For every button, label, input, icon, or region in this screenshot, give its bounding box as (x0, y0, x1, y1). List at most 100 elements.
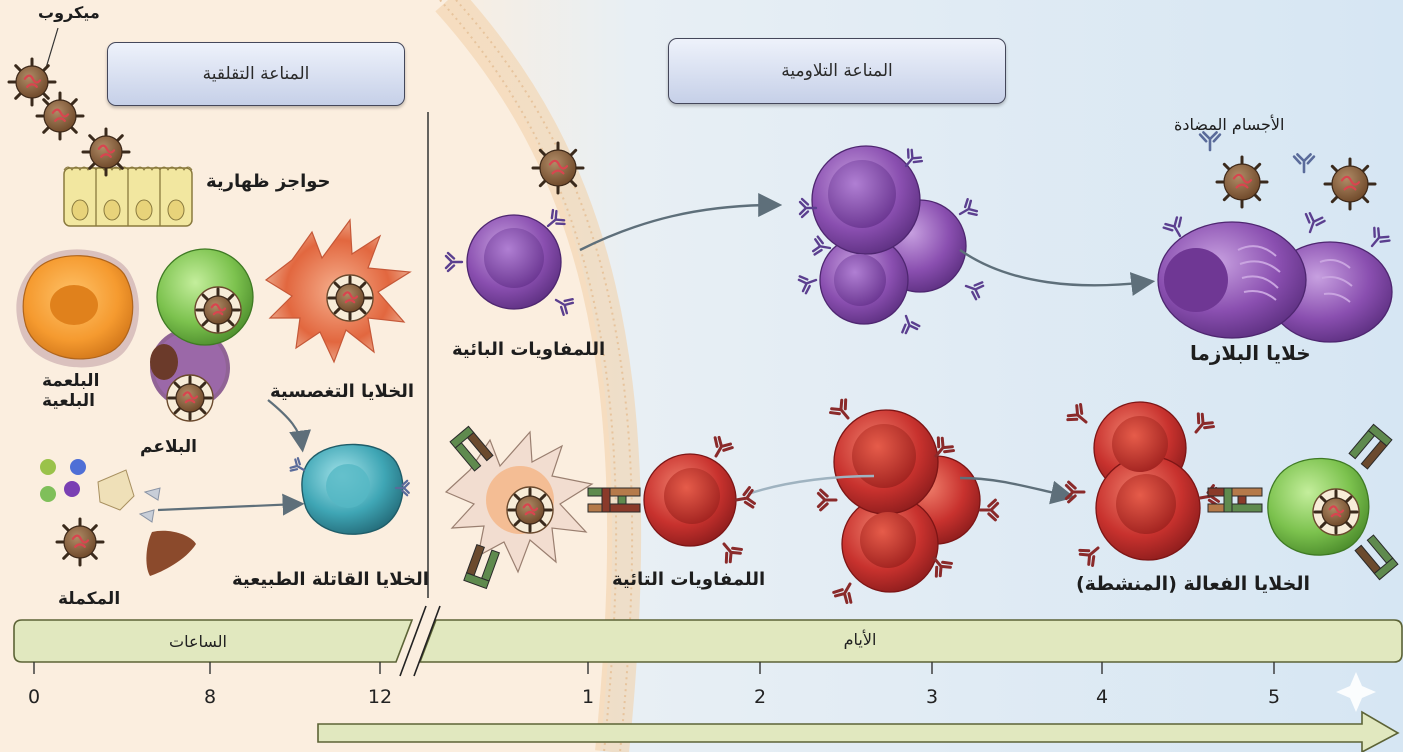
complement-molecules (40, 459, 196, 576)
receptor-icon (444, 251, 464, 273)
label-t-lymphocytes: اللمفاويات التائية (612, 569, 766, 590)
label-epithelial-barriers: حواجز ظهارية (206, 171, 331, 192)
receptor-icon (1066, 403, 1088, 424)
microbe-icon (166, 374, 214, 422)
receptor-icon (829, 398, 850, 420)
microbe-icon (35, 91, 85, 141)
arrow-b-to-cluster (579, 193, 783, 252)
timeline-tickmarks (33, 662, 1275, 674)
receptor-icon (901, 314, 921, 335)
tick-label: 4 (1095, 686, 1109, 708)
tick-label: 0 (27, 686, 41, 708)
receptor-icon (546, 208, 566, 228)
effector-t-cells (1093, 401, 1201, 561)
receptor-icon (394, 479, 410, 497)
tick-label: 1 (581, 686, 595, 708)
label-macrophage-line2: البلعية (42, 391, 95, 411)
microbe-icon (81, 127, 131, 177)
receptor-icon (554, 298, 575, 316)
receptor-icon (289, 457, 306, 472)
arrow-complement-to-nk (157, 493, 305, 516)
mhc-complex-icon (601, 487, 641, 513)
microbe-icon (55, 517, 105, 567)
microbe-icon (531, 141, 585, 195)
receptor-icon (797, 275, 818, 295)
label-phagocyte: البلاعم (140, 437, 198, 457)
microbe-icon (1323, 157, 1377, 211)
receptor-icon (964, 281, 985, 301)
microbe-icon (506, 486, 554, 534)
receptor-icon (1078, 546, 1100, 567)
microbe-icon (194, 286, 242, 334)
receptor-icon (832, 582, 853, 605)
receptor-icon (816, 488, 838, 512)
receptors (289, 131, 1391, 605)
header-adaptive-text: المناعة التلاومية (781, 61, 893, 81)
time-arrow (317, 710, 1400, 752)
mhc-complexes (449, 423, 1399, 590)
microbes (7, 57, 1377, 567)
receptor-icon (904, 148, 924, 168)
receptor-icon (713, 435, 734, 458)
arrow-dendritic-to-nk (267, 399, 311, 453)
tick-label: 8 (203, 686, 217, 708)
tick-label: 2 (753, 686, 767, 708)
arrow-cluster-to-plasma (959, 249, 1156, 296)
receptor-icon (1370, 226, 1391, 248)
tick-label: 5 (1267, 686, 1281, 708)
b-lymphocyte (466, 214, 562, 310)
t-cell-cluster (833, 409, 981, 593)
label-macrophage-line1: البلعمة (42, 371, 100, 391)
label-b-lymphocytes: اللمفاويات البائية (452, 339, 606, 360)
receptor-icon (932, 556, 953, 578)
mhc-complex-icon (463, 543, 501, 590)
microbe-icon (1215, 155, 1269, 209)
receptor-icon (1304, 212, 1326, 234)
label-dendritic-cells: الخلايا التغصسية (270, 381, 415, 402)
plasma-cells (1157, 221, 1393, 343)
receptor-icon (958, 198, 979, 216)
header-innate-text: المناعة التقلقية (202, 64, 310, 84)
t-lymphocyte (643, 453, 737, 547)
receptor-icon (1162, 216, 1183, 238)
receptor-icon (734, 486, 756, 509)
microbe-icon (326, 274, 374, 322)
tick-label: 12 (367, 686, 393, 708)
b-cell-cluster (811, 145, 967, 325)
mhc-complex-icon (1348, 423, 1393, 470)
microbe-icon (7, 57, 57, 107)
receptor-icon (1198, 131, 1222, 152)
membrane (435, 0, 642, 752)
label-plasma-cells: خلايا البلازما (1190, 341, 1311, 365)
label-microbe: ميكروب (38, 3, 100, 22)
arrow-cluster-to-effector (959, 476, 1076, 505)
receptor-icon (1064, 480, 1086, 504)
epithelial-barrier-cells (63, 166, 193, 227)
label-antibodies: الأجسام المضادة (1174, 115, 1285, 134)
timeline-hours-label: الساعات (169, 632, 227, 651)
sparkle-icon (1336, 672, 1376, 712)
receptor-icon (1194, 412, 1215, 434)
receptor-icon (798, 197, 818, 219)
receptor-icon (1292, 153, 1316, 174)
header-adaptive: المناعة التلاومية (668, 38, 1006, 104)
receptor-icon (722, 542, 743, 564)
receptor-icon (812, 235, 832, 256)
microbe-icon (1312, 488, 1360, 536)
label-complement: المكملة (58, 589, 121, 609)
tick-label: 3 (925, 686, 939, 708)
mhc-complex-icon (1223, 487, 1263, 513)
timeline-bar (13, 605, 1403, 677)
label-nk-cells: الخلايا القاتلة الطبيعية (232, 569, 429, 590)
macrophage-cell (16, 249, 140, 368)
label-effector-cells: الخلايا الفعالة (المنشطة) (1076, 573, 1310, 595)
mhc-complex-icon (1354, 534, 1399, 581)
header-innate: المناعة التقلقية (107, 42, 405, 106)
receptor-icon (934, 436, 955, 458)
arrow-t-to-cluster (747, 474, 875, 496)
nk-cell (301, 443, 404, 535)
receptor-icon (978, 498, 1000, 522)
mhc-complex-icon (449, 425, 494, 472)
